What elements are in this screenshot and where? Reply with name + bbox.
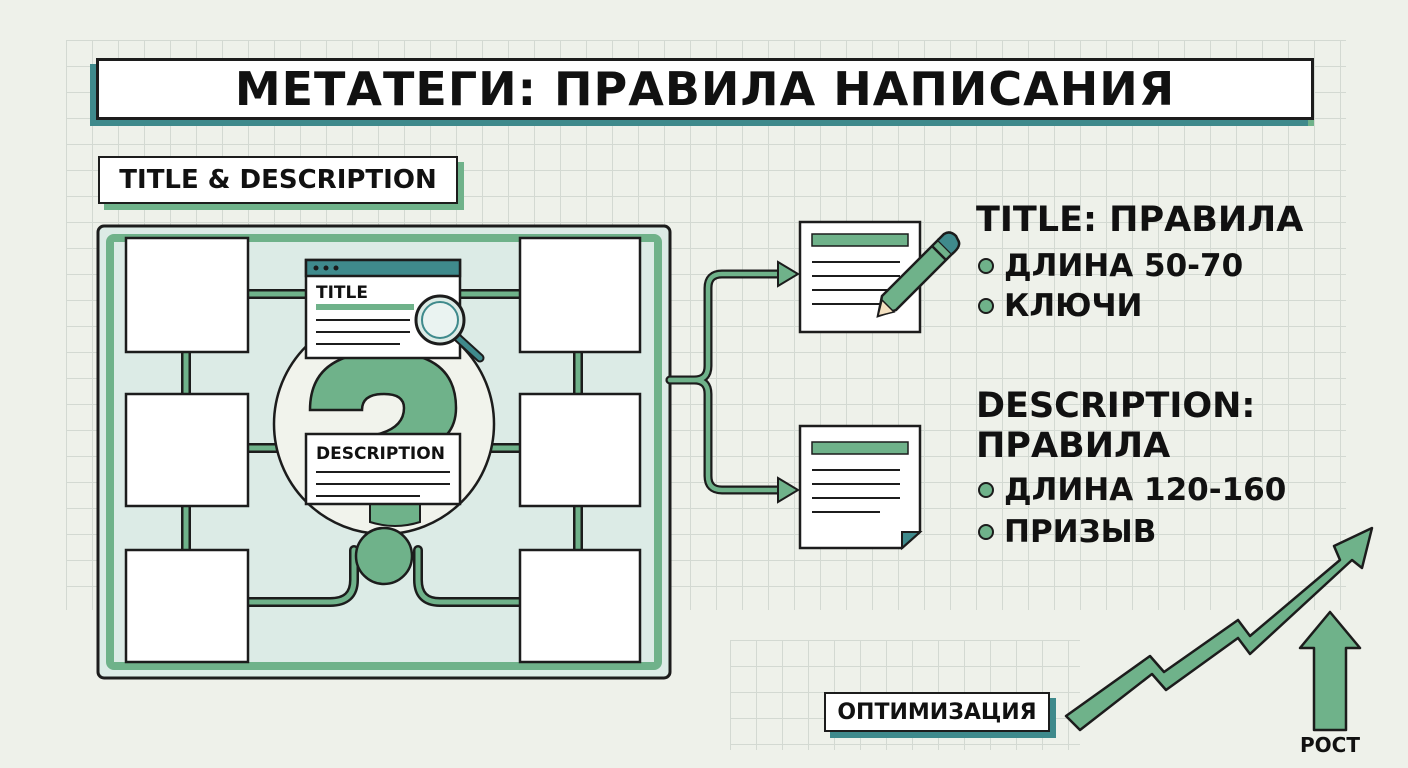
title-rule-item: КЛЮЧИ xyxy=(978,288,1142,324)
arrow-head-top xyxy=(777,260,800,288)
diagram-box-5 xyxy=(518,392,642,508)
description-rule-item: ПРИЗЫВ xyxy=(978,514,1156,550)
bullet-icon xyxy=(978,482,994,498)
page-title: МЕТАТЕГИ: ПРАВИЛА НАПИСАНИЯ xyxy=(234,62,1176,116)
section-tag: TITLE & DESCRIPTION xyxy=(98,156,458,204)
bullet-icon xyxy=(978,298,994,314)
diagram-box-4 xyxy=(518,236,642,354)
growth-chart-icon xyxy=(1064,526,1374,732)
optimization-tag-label: ОПТИМИЗАЦИЯ xyxy=(837,699,1037,725)
pencil-icon xyxy=(876,231,961,318)
branch-arrows xyxy=(665,269,785,495)
page-title-banner: МЕТАТЕГИ: ПРАВИЛА НАПИСАНИЯ xyxy=(96,58,1314,120)
magnifier-icon xyxy=(414,294,485,363)
document-description-icon xyxy=(798,424,923,551)
diagram-frame-inner xyxy=(106,234,662,670)
arrow-head-bottom xyxy=(777,476,800,504)
bullet-icon xyxy=(978,258,994,274)
growth-label: РОСТ xyxy=(1300,733,1360,757)
diagram-box-6 xyxy=(518,548,642,664)
title-card-label: TITLE xyxy=(316,283,368,303)
description-card-label: DESCRIPTION xyxy=(316,444,445,464)
description-rules-heading-line2: ПРАВИЛА xyxy=(976,426,1171,466)
up-arrow-icon xyxy=(1298,610,1362,732)
description-card xyxy=(304,432,462,506)
center-bottom-circle xyxy=(354,526,414,586)
optimization-tag: ОПТИМИЗАЦИЯ xyxy=(824,692,1050,732)
title-rules-heading: TITLE: ПРАВИЛА xyxy=(976,200,1304,240)
description-rule-item: ДЛИНА 120-160 xyxy=(978,472,1286,508)
description-rules-heading-line1: DESCRIPTION: xyxy=(976,386,1256,426)
diagram-box-3 xyxy=(124,548,250,664)
bullet-icon xyxy=(978,524,994,540)
section-tag-label: TITLE & DESCRIPTION xyxy=(119,165,437,195)
diagram-box-2 xyxy=(124,392,250,508)
diagram-box-1 xyxy=(124,236,250,354)
title-rule-item: ДЛИНА 50-70 xyxy=(978,248,1243,284)
